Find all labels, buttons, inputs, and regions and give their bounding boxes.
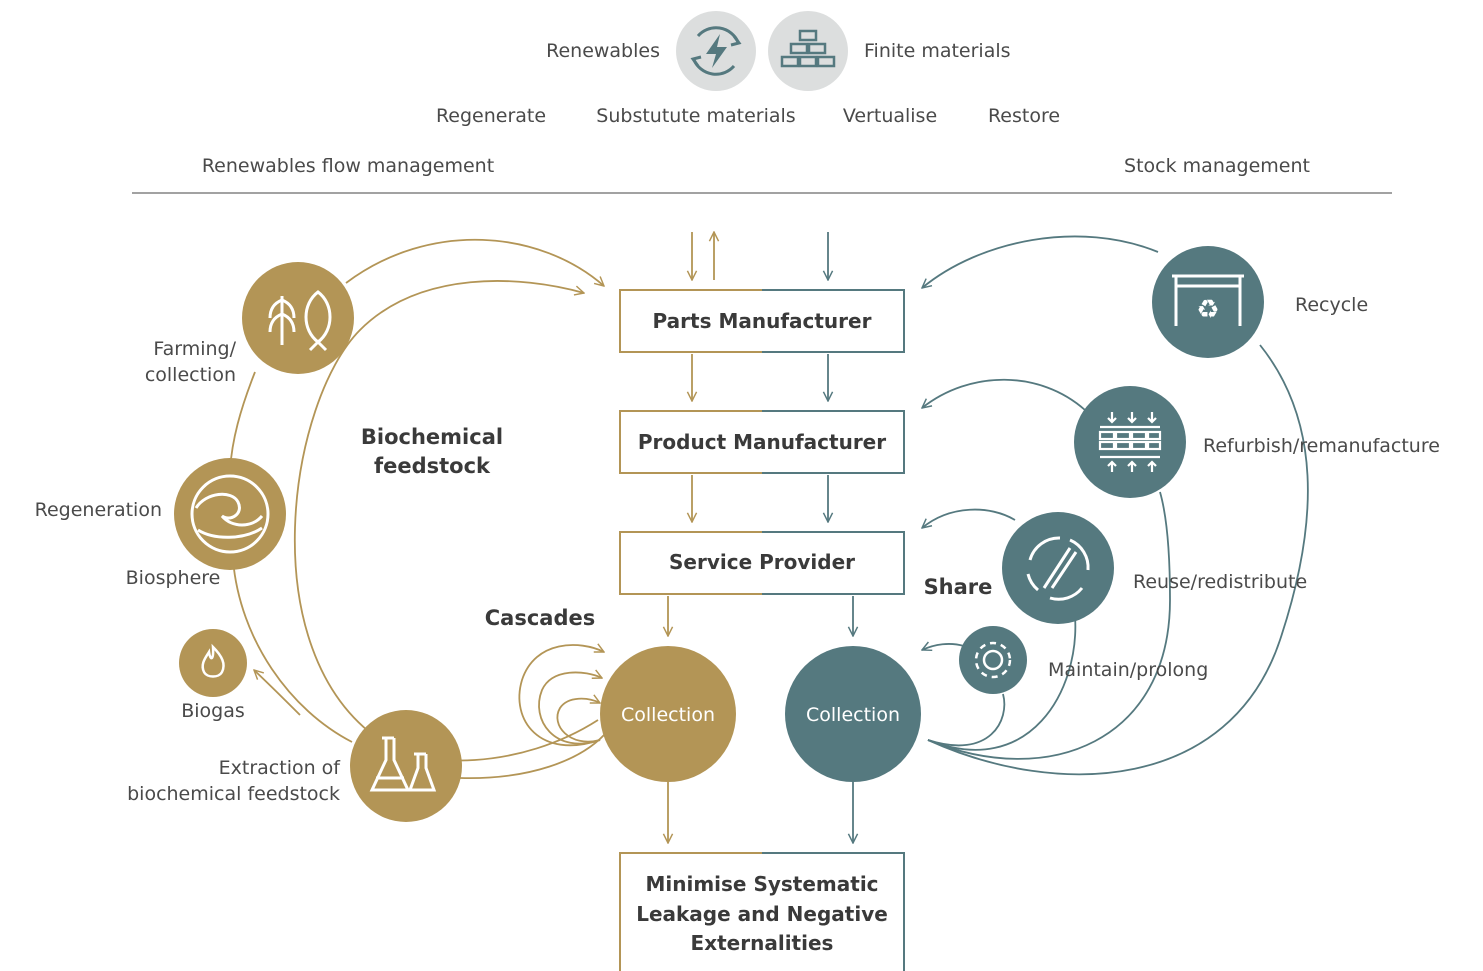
strategy-regenerate: Regenerate [436, 105, 546, 127]
feedstock-label-2: feedstock [374, 454, 491, 478]
wave-icon [174, 458, 286, 570]
leakage-box: Minimise Systematic Leakage and Negative… [619, 852, 905, 971]
recycle-label: Recycle [1295, 294, 1368, 316]
wheat-fish-icon [242, 262, 354, 374]
farming-label-1: Farming/ [153, 338, 236, 360]
stock-management-label: Stock management [1124, 155, 1310, 177]
recycle-bin-icon: ♻ [1152, 246, 1264, 358]
cascades-label: Cascades [485, 606, 595, 630]
flame-icon [179, 629, 247, 697]
flow-arrows [668, 232, 853, 843]
svg-text:♻: ♻ [1196, 295, 1219, 325]
parts-manufacturer-box: Parts Manufacturer [619, 289, 905, 353]
leakage-line-3: Externalities [691, 931, 834, 955]
collection-tech-circle [785, 646, 921, 782]
collection-bio-label: Collection [621, 704, 715, 726]
service-provider-label: Service Provider [669, 550, 855, 574]
product-manufacturer-box: Product Manufacturer [619, 410, 905, 474]
gear-icon [959, 626, 1027, 694]
leakage-line-1: Minimise Systematic [645, 872, 878, 896]
feedstock-label-1: Biochemical [361, 425, 503, 449]
service-provider-box: Service Provider [619, 531, 905, 595]
extraction-label-1: Extraction of [219, 757, 342, 779]
farming-label-2: collection [145, 364, 236, 386]
regeneration-label: Regeneration [35, 499, 162, 521]
product-manufacturer-label: Product Manufacturer [638, 430, 886, 454]
collection-tech-label: Collection [806, 704, 900, 726]
maintain-label: Maintain/prolong [1048, 659, 1208, 681]
extraction-label-2: biochemical feedstock [127, 783, 340, 805]
strategy-restore: Restore [988, 105, 1060, 127]
finite-materials-label: Finite materials [864, 40, 1011, 62]
biogas-label: Biogas [181, 700, 245, 722]
reuse-label: Reuse/redistribute [1133, 571, 1307, 593]
lightning-cycle-icon [676, 11, 756, 91]
flask-icon [350, 710, 462, 822]
biosphere-label: Biosphere [126, 567, 221, 589]
strategy-substitute: Substutute materials [596, 105, 795, 127]
parts-manufacturer-label: Parts Manufacturer [653, 309, 872, 333]
share-label: Share [924, 575, 993, 599]
strategy-virtualise: Vertualise [843, 105, 937, 127]
refurbish-label: Refurbish/remanufacture [1203, 435, 1440, 457]
cycle-icon [1002, 512, 1114, 624]
collection-bio-circle [600, 646, 736, 782]
press-icon [1074, 386, 1186, 498]
renewables-label: Renewables [546, 40, 660, 62]
bricks-icon [768, 11, 848, 91]
renewables-flow-label: Renewables flow management [202, 155, 494, 177]
leakage-line-2: Leakage and Negative [636, 902, 888, 926]
tech-loops [922, 235, 1309, 776]
